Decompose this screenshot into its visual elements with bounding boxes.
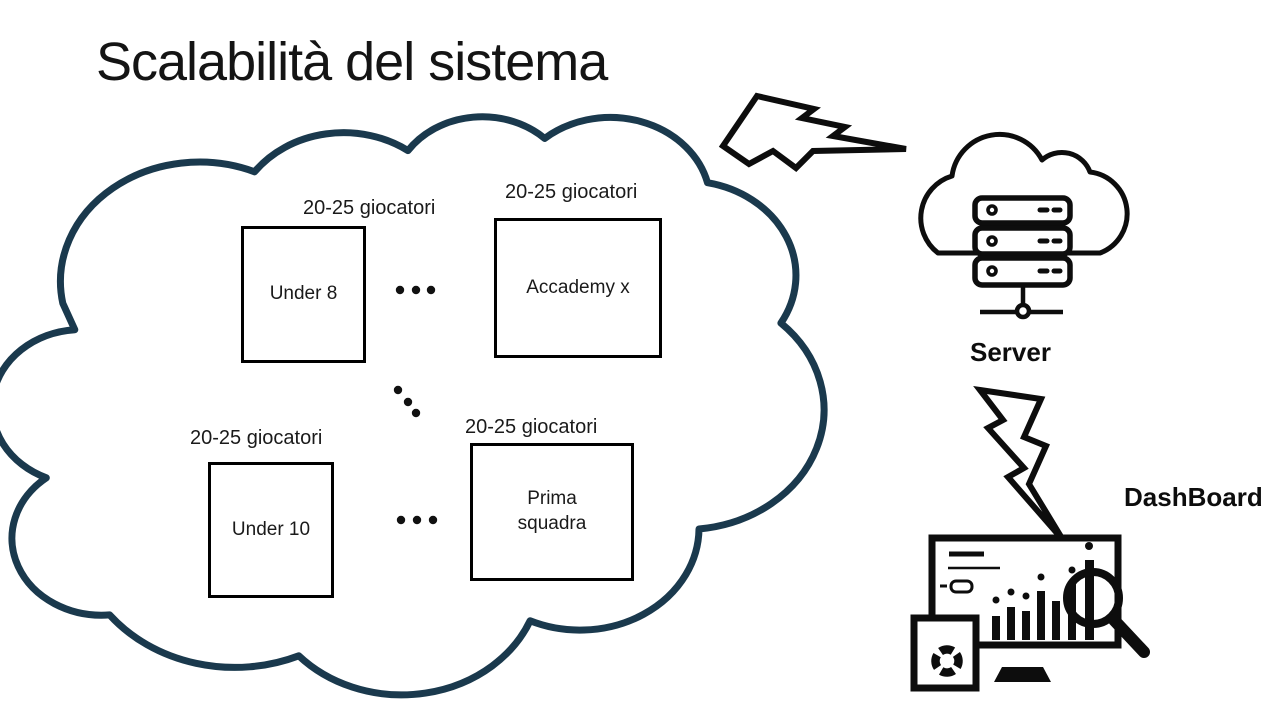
monitor-stand <box>994 667 1051 682</box>
team-name: Accademy x <box>526 276 630 298</box>
team-name: Under 10 <box>231 518 311 540</box>
cloud-outline-icon <box>0 113 828 699</box>
server-label: Server <box>970 337 1051 367</box>
magnifier-icon <box>1063 568 1150 658</box>
report-panel <box>910 614 980 692</box>
server-icon <box>918 131 1130 320</box>
lightning-bolt-icon <box>718 92 907 172</box>
players-count-label: 20-25 giocatori <box>505 181 638 203</box>
dashboard-icon <box>910 534 1150 692</box>
team-box-prima-squadra: Prima squadra <box>470 443 634 581</box>
server-cloud-outline <box>918 131 1130 256</box>
server-rack-rows <box>972 195 1073 288</box>
players-count-label: 20-25 giocatori <box>303 197 436 219</box>
ellipsis-dots-diagonal <box>393 385 421 418</box>
dashboard-text-lines <box>940 551 1000 594</box>
lightning-bolt-icon <box>973 385 1066 542</box>
ellipsis-dots-bottom <box>396 515 438 525</box>
team-name: Prima squadra <box>517 488 587 534</box>
dashboard-label: DashBoard <box>1124 482 1263 512</box>
team-box-accademy-x: Accademy x <box>494 218 662 358</box>
team-box-under-10: Under 10 <box>208 462 334 598</box>
donut-chart-icon <box>931 645 963 677</box>
ellipsis-dots-top <box>395 285 436 295</box>
players-count-label: 20-25 giocatori <box>190 427 323 449</box>
players-count-label: 20-25 giocatori <box>465 416 598 438</box>
page-title: Scalabilità del sistema <box>96 32 608 92</box>
team-box-under-8: Under 8 <box>241 226 366 363</box>
team-name: Under 8 <box>269 283 338 305</box>
